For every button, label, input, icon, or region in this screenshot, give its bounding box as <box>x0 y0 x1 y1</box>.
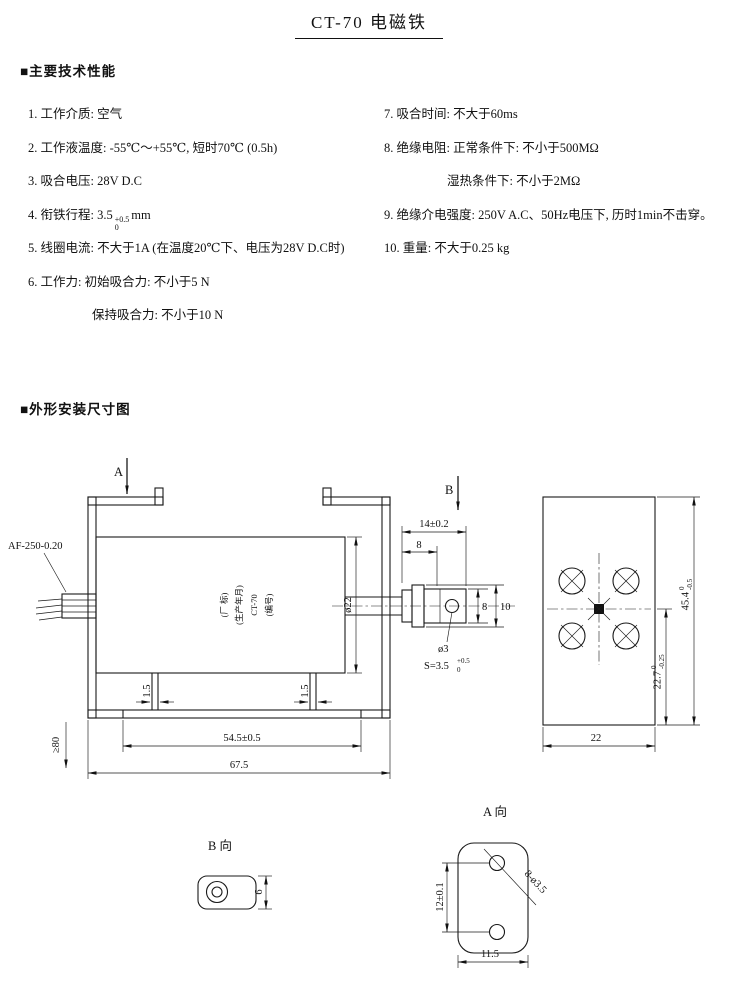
dim-plunger-widths: 14±0.2 8 <box>401 519 467 586</box>
nameplate-text: (厂 标) (生产年月) CT-70 (编号) <box>219 585 274 625</box>
spec-item-9: 9. 绝缘介电强度: 250V A.C、50Hz电压下, 历时1min不击穿。 <box>384 207 713 222</box>
wire-spec-label: AF-250-0.20 <box>8 541 63 552</box>
dim-227-upper: 0 <box>650 665 658 669</box>
section-a-label: A <box>114 465 123 479</box>
lead-wires: AF-250-0.20 <box>8 541 97 621</box>
dim-227-lower: -0.25 <box>658 654 666 669</box>
dimension-drawing: A B (厂 标) (生 <box>8 458 700 968</box>
dim-plunger-heights: 8 10 <box>426 584 511 628</box>
dim-454-label: 45.4 0 -0.5 <box>678 578 694 610</box>
nameplate-date: (生产年月) <box>234 585 244 625</box>
dim-holes-value: 8-ø3.5 <box>522 869 549 896</box>
dim-12-label: 12±0.1 <box>435 882 446 911</box>
view-a: A 向 8-ø3.5 12±0.1 11.5 <box>435 804 548 968</box>
view-b-label: B 向 <box>208 838 232 853</box>
dim-dia22: ø22 <box>343 536 362 674</box>
dim-stroke-upper: +0.5 <box>457 657 470 665</box>
side-view-body <box>95 536 346 710</box>
dim-tabs: 1.5 1.5 <box>136 684 332 704</box>
spec-item-10: 10. 重量: 不大于0.25 kg <box>384 241 510 255</box>
dim-115-label: 11.5 <box>481 949 499 960</box>
dim-holes-label: 8-ø3.5 <box>522 869 549 896</box>
spec-item-8: 8. 绝缘电阻: 正常条件下: 不小于500MΩ <box>384 140 599 155</box>
front-view-dims: 22.7 0 -0.25 45.4 0 -0.5 22 <box>542 496 700 752</box>
dim-wire-length: ≥80 <box>51 722 68 769</box>
tolerance-upper: +0.5 <box>114 214 130 224</box>
spec-item-2: 2. 工作液温度: -55℃～+55℃, 短时70℃ (0.5h) <box>28 140 278 155</box>
dim-bottom-widths: 54.5±0.5 67.5 <box>87 720 391 779</box>
tolerance-lower: 0 <box>114 222 119 232</box>
specs-right-column: 7. 吸合时间: 不大于60ms 8. 绝缘电阻: 正常条件下: 不小于500M… <box>384 104 736 272</box>
nameplate-serial: (编号) <box>264 594 274 617</box>
specs-heading: ■主要技术性能 <box>20 64 117 79</box>
dim-15-right-label: 1.5 <box>300 684 311 697</box>
spec-item-8-cont: 湿热条件下: 不小于2MΩ <box>447 174 581 188</box>
page-title: CT-70 电磁铁 <box>0 8 738 39</box>
dim-14-label: 14±0.2 <box>419 519 448 530</box>
dim-6-label: 6 <box>254 889 265 894</box>
dim-dia3-label: ø3 <box>438 644 449 655</box>
dim-454-value: 45.4 <box>681 591 692 610</box>
dim-545-label: 54.5±0.5 <box>223 733 260 744</box>
dim-22-label: 22 <box>591 733 602 744</box>
drawing-heading: ■外形安装尺寸图 <box>20 402 131 417</box>
section-arrow-a: A <box>114 458 129 495</box>
spec-item-6-cont: 保持吸合力: 不小于10 N <box>92 308 224 322</box>
view-b: B 向 6 <box>197 838 272 910</box>
spec-item-6: 6. 工作力: 初始吸合力: 不小于5 N <box>28 274 210 289</box>
dim-stroke-lower: 0 <box>457 666 461 674</box>
spec-item-5: 5. 线圈电流: 不大于1A (在温度20℃下、电压为28V D.C时) <box>28 241 345 255</box>
dim-15-left-label: 1.5 <box>142 684 153 697</box>
view-a-label: A 向 <box>483 804 507 819</box>
dim-227-value: 22.7 <box>653 671 664 689</box>
dim-454-lower: -0.5 <box>686 578 694 590</box>
dim-dia22-label: ø22 <box>343 597 354 613</box>
front-view <box>542 496 656 726</box>
dim-8w-label: 8 <box>416 540 421 551</box>
side-view-bracket <box>87 487 391 719</box>
specs-left-column: 1. 工作介质: 空气 2. 工作液温度: -55℃～+55℃, 短时70℃ (… <box>28 104 384 339</box>
spec-item-4-text: 4. 衔铁行程: 3.5 <box>28 207 113 222</box>
dim-dia3-stroke: ø3 S=3.5 +0.5 0 <box>424 611 470 674</box>
section-arrow-b: B <box>445 476 460 511</box>
dim-stroke-label: S=3.5 <box>424 661 449 672</box>
spec-item-7: 7. 吸合时间: 不大于60ms <box>384 107 518 121</box>
spec-item-4-unit: mm <box>131 207 151 222</box>
dim-10h-label: 10 <box>500 602 511 613</box>
section-b-label: B <box>445 483 453 497</box>
dim-675-label: 67.5 <box>230 760 248 771</box>
dim-ge80-label: ≥80 <box>51 737 62 753</box>
nameplate-factory-mark: (厂 标) <box>219 592 229 617</box>
dim-454-upper: 0 <box>678 586 686 590</box>
plunger-assembly <box>332 584 515 628</box>
dim-227-label: 22.7 0 -0.25 <box>650 654 666 689</box>
spec-item-3: 3. 吸合电压: 28V D.C <box>28 174 143 188</box>
page-title-text: CT-70 电磁铁 <box>294 8 444 39</box>
dim-8h-label: 8 <box>482 602 487 613</box>
spec-item-1: 1. 工作介质: 空气 <box>28 107 123 121</box>
nameplate-model: CT-70 <box>249 594 259 615</box>
